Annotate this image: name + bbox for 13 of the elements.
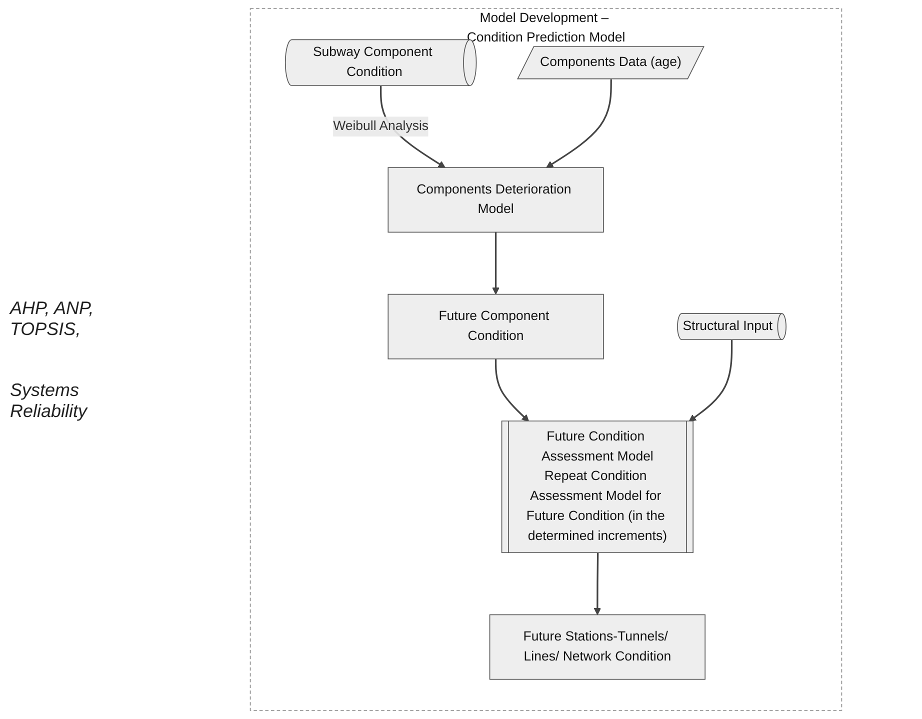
node-box: Components Deterioration Model bbox=[388, 167, 604, 233]
node-box: Future Component Condition bbox=[388, 294, 604, 360]
node-text: Structural Input bbox=[682, 319, 773, 334]
annotation-text: Systems Reliability bbox=[10, 380, 89, 422]
edge-label: Weibull Analysis bbox=[333, 119, 429, 134]
arrow bbox=[546, 79, 612, 168]
annotation-text: AHP, ANP, TOPSIS, bbox=[10, 298, 95, 340]
arrow bbox=[594, 553, 602, 616]
arrow bbox=[492, 232, 500, 295]
node-text: Subway Component Condition bbox=[312, 45, 432, 80]
arrow bbox=[688, 340, 733, 422]
node-box: Future Stations-Tunnels/ Lines/ Network Condition bbox=[489, 614, 706, 680]
arrow bbox=[494, 358, 530, 422]
